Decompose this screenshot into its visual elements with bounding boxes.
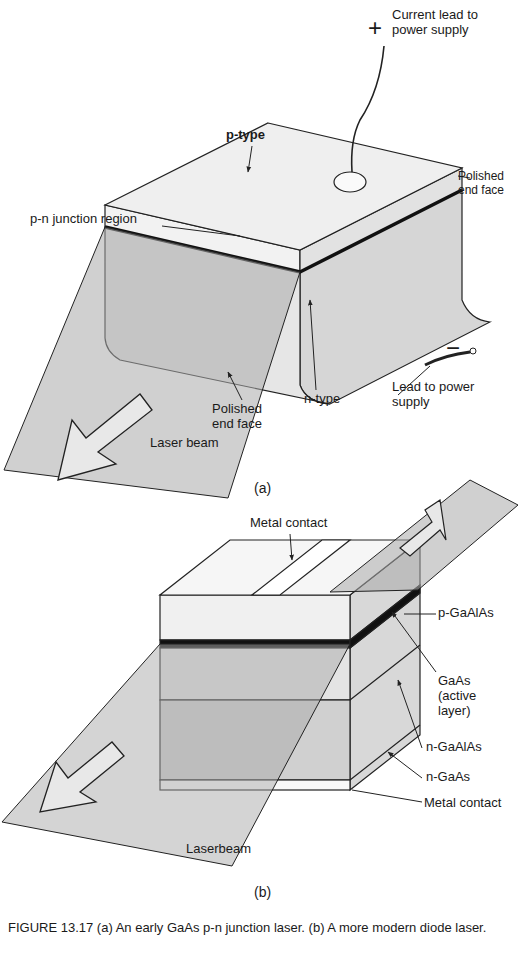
positive-lead <box>352 46 384 172</box>
face-label: Polished end face <box>458 170 514 198</box>
panel-label: (a) <box>254 480 284 496</box>
layer-label: GaAs (active layer) <box>438 674 512 719</box>
contact-label: Metal contact <box>250 516 350 531</box>
polarity-sign: + <box>368 14 390 42</box>
lead-label: Lead to power supply <box>392 380 492 410</box>
lead-contact <box>334 172 366 192</box>
contact-label: Metal contact <box>424 796 514 811</box>
leader-lines <box>162 146 470 400</box>
rear-beam <box>330 480 518 592</box>
figure-caption: FIGURE 13.17 (a) An early GaAs p-n junct… <box>8 920 508 936</box>
leader-lines <box>290 534 436 802</box>
beam-arrow <box>58 394 152 480</box>
laser-beam-sheet <box>2 644 350 866</box>
face-label: Polished end face <box>212 402 276 432</box>
layer-label: n-type <box>304 392 356 407</box>
panel-label: (b) <box>254 884 284 900</box>
region-label: p-n junction region <box>30 212 162 227</box>
rear-beam-arrow <box>400 500 446 556</box>
layer-label: n-GaAlAs <box>426 740 506 755</box>
lead-label: Current lead to power supply <box>392 8 510 38</box>
layer-label: n-GaAs <box>426 770 496 785</box>
layer-label: p-type <box>226 128 286 143</box>
polarity-sign: − <box>446 334 468 362</box>
beam-label: Laserbeam <box>186 842 276 857</box>
beam-arrow <box>40 742 124 812</box>
layer-label: p-GaAlAs <box>438 606 514 621</box>
laser-beam-sheet <box>4 227 300 498</box>
beam-label: Laser beam <box>150 436 230 451</box>
lead-end <box>470 348 476 354</box>
